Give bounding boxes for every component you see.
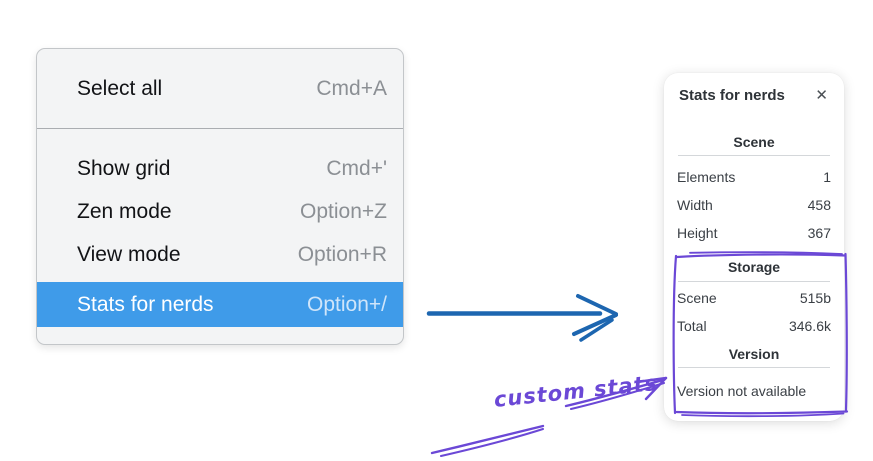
section-rule	[678, 367, 830, 368]
annotation-label-custom-stats: custom stats	[492, 370, 660, 412]
scene-section-rows: Elements 1 Width 458 Height 367	[677, 163, 831, 247]
stat-row-total-storage: Total 346.6k	[677, 312, 831, 340]
section-rule	[678, 281, 830, 282]
stat-value: 458	[807, 197, 831, 213]
menu-to-panel-arrow	[426, 294, 618, 342]
close-icon[interactable]: ✕	[815, 87, 828, 104]
menu-item-shortcut: Cmd+'	[326, 156, 387, 180]
menu-item-label: Select all	[77, 76, 163, 100]
stat-label: Scene	[677, 290, 717, 306]
menu-item-label: View mode	[77, 242, 181, 266]
context-menu-top-section: Select all Cmd+A	[37, 49, 403, 128]
stat-value: 515b	[799, 290, 831, 306]
menu-divider	[37, 128, 403, 129]
menu-item-shortcut: Option+/	[307, 292, 387, 316]
stat-value: 367	[807, 225, 831, 241]
menu-item-label: Zen mode	[77, 199, 172, 223]
stat-label: Height	[677, 225, 718, 241]
stat-value: 346.6k	[788, 318, 831, 334]
stats-panel-header: Stats for nerds ✕	[677, 73, 831, 105]
storage-section-heading: Storage	[727, 259, 781, 275]
stat-row-elements: Elements 1	[677, 163, 831, 191]
menu-item-label: Stats for nerds	[77, 292, 214, 316]
menu-item-view-mode[interactable]: View mode Option+R	[37, 233, 403, 276]
annotation-arrow-tail	[430, 424, 545, 457]
menu-item-stats-for-nerds[interactable]: Stats for nerds Option+/	[37, 282, 403, 327]
stat-row-scene-storage: Scene 515b	[677, 284, 831, 312]
scene-section-heading: Scene	[733, 134, 775, 150]
stat-label: Width	[677, 197, 713, 213]
stat-label: Elements	[677, 169, 736, 185]
menu-item-show-grid[interactable]: Show grid Cmd+'	[37, 147, 403, 190]
version-not-available-text: Version not available	[677, 383, 807, 399]
version-section-heading: Version	[728, 346, 780, 362]
context-menu-main-section: Show grid Cmd+' Zen mode Option+Z View m…	[37, 129, 403, 327]
context-menu: Select all Cmd+A Show grid Cmd+' Zen mod…	[36, 48, 404, 345]
menu-item-shortcut: Option+R	[297, 242, 387, 266]
stats-panel-title: Stats for nerds	[679, 87, 785, 104]
section-rule	[678, 155, 830, 156]
menu-item-zen-mode[interactable]: Zen mode Option+Z	[37, 190, 403, 233]
menu-item-select-all[interactable]: Select all Cmd+A	[37, 67, 403, 110]
storage-section-rows: Scene 515b Total 346.6k	[677, 284, 831, 340]
menu-item-label: Show grid	[77, 156, 171, 180]
stat-row-height: Height 367	[677, 219, 831, 247]
stat-label: Total	[677, 318, 707, 334]
stat-row-width: Width 458	[677, 191, 831, 219]
stats-panel: Stats for nerds ✕ Scene Elements 1 Width…	[664, 73, 844, 421]
stat-value: 1	[823, 169, 831, 185]
menu-item-shortcut: Option+Z	[300, 199, 387, 223]
menu-item-shortcut: Cmd+A	[316, 76, 387, 100]
